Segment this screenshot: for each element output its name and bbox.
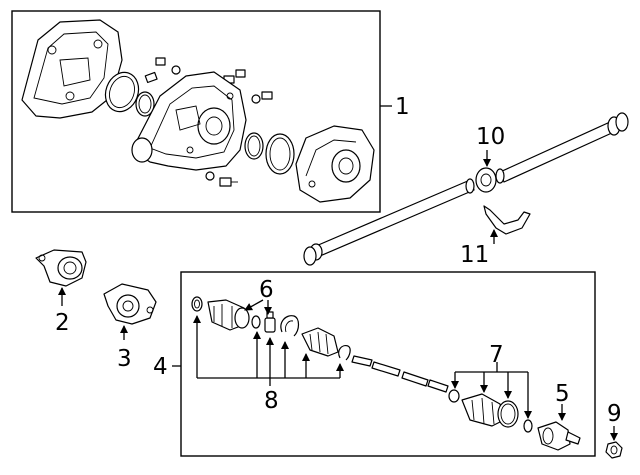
center-bearing-bracket — [483, 205, 531, 235]
outer-boot — [461, 393, 505, 427]
differential-cover-right — [295, 125, 375, 203]
outer-cv-joint — [537, 421, 581, 451]
callout-1: 1 — [395, 94, 410, 120]
callout-4: 4 — [153, 354, 168, 380]
callout-3: 3 — [117, 346, 132, 372]
leader-6a — [244, 299, 264, 311]
propeller-shaft — [303, 112, 629, 266]
callout-7: 7 — [489, 342, 504, 368]
callout-5: 5 — [555, 381, 570, 407]
clip-ring-a — [251, 315, 261, 329]
o-ring-small-left — [135, 91, 155, 117]
callout-10: 10 — [476, 124, 505, 150]
callout-6: 6 — [259, 277, 274, 303]
callout-8: 8 — [264, 388, 279, 414]
leader-8-bracket — [193, 315, 344, 386]
boot-clamp-b — [338, 345, 351, 361]
inner-cv-joint — [207, 299, 250, 331]
mount-bracket-3 — [103, 283, 157, 325]
seal-ring-outer-b — [523, 419, 533, 433]
inner-boot — [301, 327, 339, 357]
bolt-set-lower — [205, 171, 238, 187]
callout-9: 9 — [607, 401, 622, 427]
callout-2: 2 — [55, 310, 70, 336]
boot-clamp-c — [497, 400, 519, 428]
axle-shaft — [351, 355, 449, 393]
dust-cap — [264, 311, 276, 333]
callout-11: 11 — [460, 242, 489, 268]
mount-bracket-2 — [35, 249, 87, 287]
axle-group-box — [180, 271, 596, 457]
differential-housing — [131, 71, 247, 171]
differential-group-box — [11, 10, 381, 213]
axle-seal-ring — [191, 296, 203, 312]
differential-cover-left — [21, 19, 123, 119]
boot-clamp-a — [280, 315, 300, 337]
leader-7-bracket — [451, 362, 532, 419]
o-ring-small-right — [244, 132, 264, 160]
seal-ring-outer-a — [448, 389, 460, 403]
gasket-ring-right — [265, 133, 295, 175]
axle-nut — [605, 441, 623, 459]
